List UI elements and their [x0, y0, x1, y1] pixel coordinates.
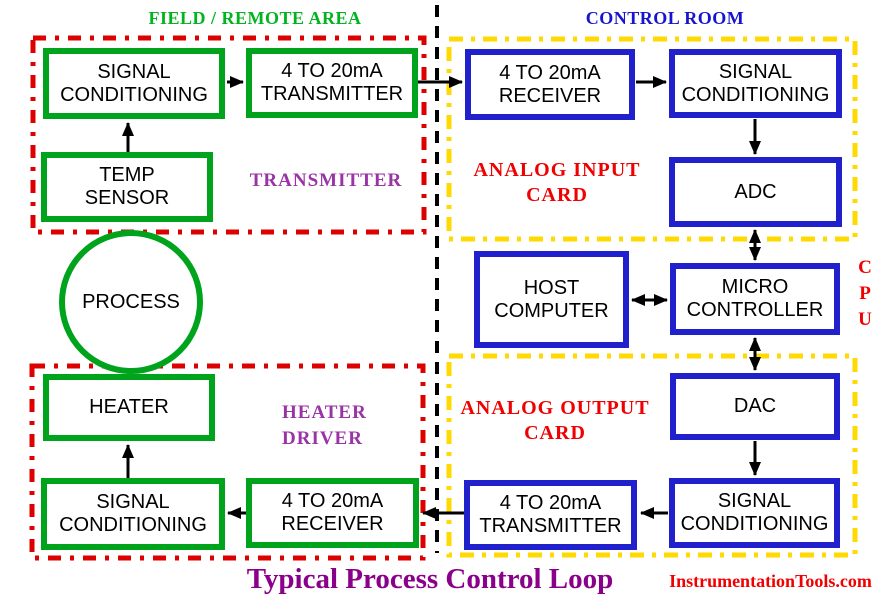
- block-label: ADC: [734, 180, 777, 203]
- block-label: SIGNAL CONDITIONING: [681, 60, 830, 106]
- block-signal-conditioning-field-in: SIGNAL CONDITIONING: [43, 48, 225, 119]
- heater-driver-group-label: HEATER DRIVER: [282, 402, 367, 449]
- block-label: SIGNAL CONDITIONING: [60, 60, 208, 106]
- block-label: MICRO CONTROLLER: [686, 276, 824, 321]
- transmitter-group-border: [30, 35, 427, 235]
- block-label: 4 TO 20mA RECEIVER: [498, 61, 602, 107]
- analog-input-card-label: ANALOG INPUT CARD: [473, 159, 641, 206]
- block-4-20ma-receiver-cr: 4 TO 20mA RECEIVER: [465, 49, 635, 120]
- block-label: DAC: [733, 395, 777, 417]
- diagram-title: Typical Process Control Loop: [246, 563, 614, 595]
- heater-driver-group-border: [29, 363, 426, 561]
- block-heater: HEATER: [43, 374, 215, 441]
- block-temp-sensor: TEMP SENSOR: [41, 152, 213, 222]
- analog-output-card-label: ANALOG OUTPUT CARD: [460, 397, 650, 444]
- analog-input-card-border: [446, 36, 858, 242]
- process-circle: [59, 230, 203, 374]
- block-label: HEATER: [89, 396, 169, 418]
- block-label: HOST COMPUTER: [494, 276, 609, 322]
- control-room-header: CONTROL ROOM: [585, 8, 745, 28]
- block-signal-conditioning-field-out: SIGNAL CONDITIONING: [41, 478, 225, 550]
- block-label: 4 TO 20mA RECEIVER: [281, 490, 384, 535]
- block-label: 4 TO 20mA TRANSMITTER: [479, 492, 622, 537]
- block-4-20ma-receiver-field: 4 TO 20mA RECEIVER: [246, 478, 419, 548]
- block-micro-controller: MICRO CONTROLLER: [670, 263, 840, 335]
- block-host-computer: HOST COMPUTER: [474, 251, 629, 348]
- block-4-20ma-transmitter-field: 4 TO 20mA TRANSMITTER: [246, 48, 418, 118]
- block-label: SIGNAL CONDITIONING: [59, 491, 207, 536]
- block-signal-conditioning-cr-out: SIGNAL CONDITIONING: [669, 478, 840, 548]
- watermark-credit: InstrumentationTools.com: [669, 571, 872, 591]
- block-signal-conditioning-cr-in: SIGNAL CONDITIONING: [669, 49, 842, 118]
- transmitter-group-label: TRANSMITTER: [249, 170, 403, 191]
- block-adc: ADC: [669, 157, 842, 227]
- block-label: 4 TO 20mA TRANSMITTER: [260, 60, 404, 105]
- field-area-header: FIELD / REMOTE AREA: [148, 8, 362, 28]
- block-dac: DAC: [670, 373, 840, 440]
- analog-output-card-border: [446, 353, 858, 558]
- block-label: TEMP SENSOR: [84, 164, 170, 209]
- block-4-20ma-transmitter-cr: 4 TO 20mA TRANSMITTER: [464, 480, 637, 550]
- cpu-label: C P U: [858, 257, 872, 330]
- process-label: PROCESS: [82, 291, 180, 313]
- block-label: SIGNAL CONDITIONING: [680, 490, 829, 535]
